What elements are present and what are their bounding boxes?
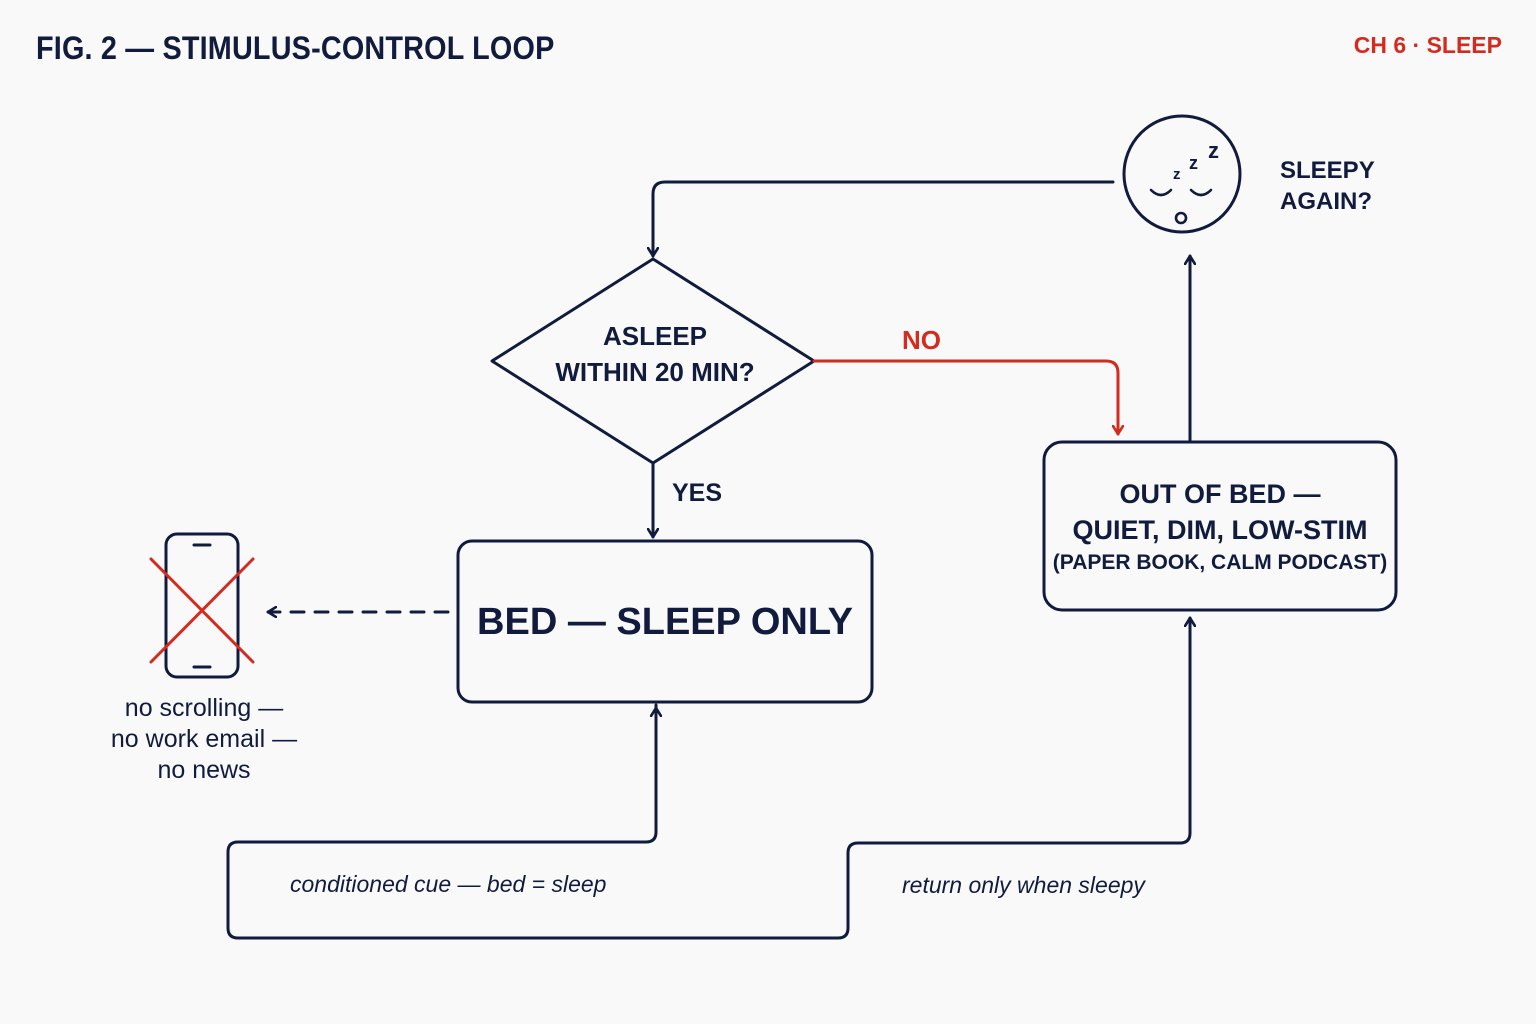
bed-box-label: BED — SLEEP ONLY: [477, 601, 853, 643]
out-of-bed-line1: OUT OF BED —: [1119, 479, 1321, 509]
phone-caption-line2: no work email —: [110, 725, 298, 753]
top-return-connector: [653, 180, 1115, 258]
svg-text:z: z: [1208, 138, 1219, 163]
return-rule-label: return only when sleepy: [902, 872, 1145, 898]
svg-text:z: z: [1189, 153, 1198, 173]
crossed-out-phone-icon: [149, 532, 255, 679]
phone-caption-line3: no news: [157, 756, 251, 784]
bed-box: [456, 539, 874, 704]
yes-label: YES: [672, 479, 723, 507]
out-of-bed-line2: QUIET, DIM, LOW-STIM: [1072, 515, 1368, 545]
conditioned-cue-label: conditioned cue — bed = sleep: [290, 871, 607, 897]
decision-question-line1: ASLEEP: [602, 321, 708, 351]
sleepy-again-label: SLEEPY AGAIN?: [1280, 155, 1375, 217]
decision-question: ASLEEP WITHIN 20 MIN?: [520, 318, 790, 390]
sleepy-again-line2: AGAIN?: [1280, 188, 1372, 215]
figure-title: FIG. 2 — STIMULUS-CONTROL LOOP: [36, 30, 555, 66]
out-of-bed-box: [1042, 440, 1398, 612]
out-of-bed-examples: (PAPER BOOK, CALM PODCAST): [1052, 551, 1388, 574]
out-of-bed-label: OUT OF BED — QUIET, DIM, LOW-STIM (PAPER…: [1044, 476, 1396, 578]
sleepy-face-icon: z z z: [1122, 114, 1242, 234]
svg-text:z: z: [1173, 166, 1181, 183]
phone-caption: no scrolling — no work email — no news: [86, 693, 322, 786]
sleepy-again-line1: SLEEPY: [1280, 157, 1375, 184]
chapter-tag: CH 6 · SLEEP: [1353, 32, 1502, 58]
no-branch-arrow: [812, 359, 1118, 436]
conditioning-loop-connector: [226, 618, 1192, 940]
no-label: NO: [902, 325, 941, 355]
decision-question-line2: WITHIN 20 MIN?: [555, 357, 755, 387]
phone-caption-line1: no scrolling —: [124, 694, 284, 722]
